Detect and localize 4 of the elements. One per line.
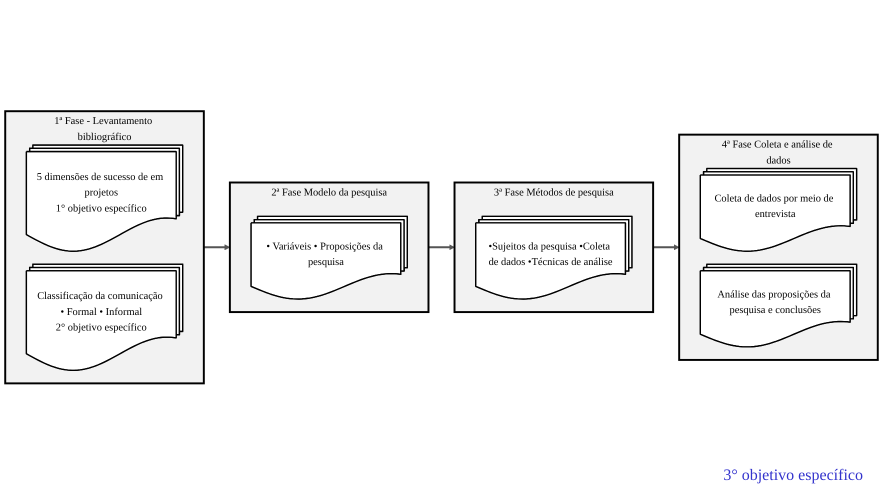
arrow	[428, 244, 455, 250]
arrow	[653, 244, 680, 250]
arrow	[204, 244, 230, 250]
objective-note: 3° objetivo específico	[723, 467, 863, 485]
